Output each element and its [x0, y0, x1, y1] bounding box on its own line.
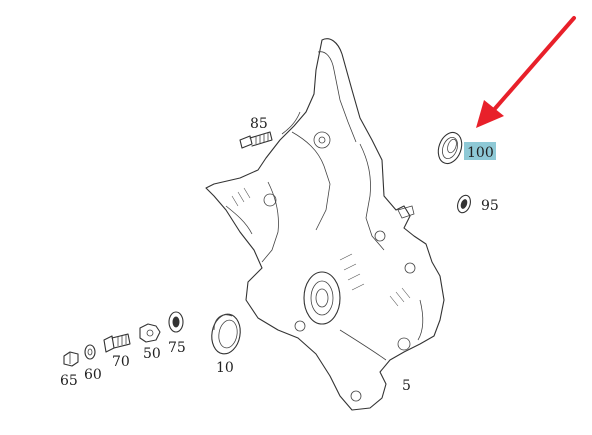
label-85: 85: [250, 116, 268, 132]
seal-ring-100[interactable]: [434, 129, 466, 167]
washer-60[interactable]: [84, 344, 96, 360]
label-50: 50: [143, 346, 161, 362]
label-65: 65: [60, 373, 78, 389]
label-5: 5: [402, 378, 411, 394]
label-60: 60: [84, 367, 102, 383]
label-10: 10: [216, 360, 234, 376]
ring-75[interactable]: [168, 311, 184, 333]
label-70: 70: [112, 354, 130, 370]
plug-65[interactable]: [63, 351, 79, 367]
bolt-70[interactable]: [103, 333, 131, 353]
red-arrow-icon: [476, 16, 576, 128]
bolt-85[interactable]: [239, 131, 273, 149]
label-95: 95: [481, 198, 499, 214]
seal-95[interactable]: [455, 193, 472, 214]
adapter-50[interactable]: [139, 323, 161, 343]
label-100-highlight: [464, 142, 496, 160]
label-75: 75: [168, 340, 186, 356]
radial-seal-10[interactable]: [209, 312, 244, 356]
timing-case-cover[interactable]: [205, 38, 445, 411]
label-100: 100: [467, 145, 494, 161]
